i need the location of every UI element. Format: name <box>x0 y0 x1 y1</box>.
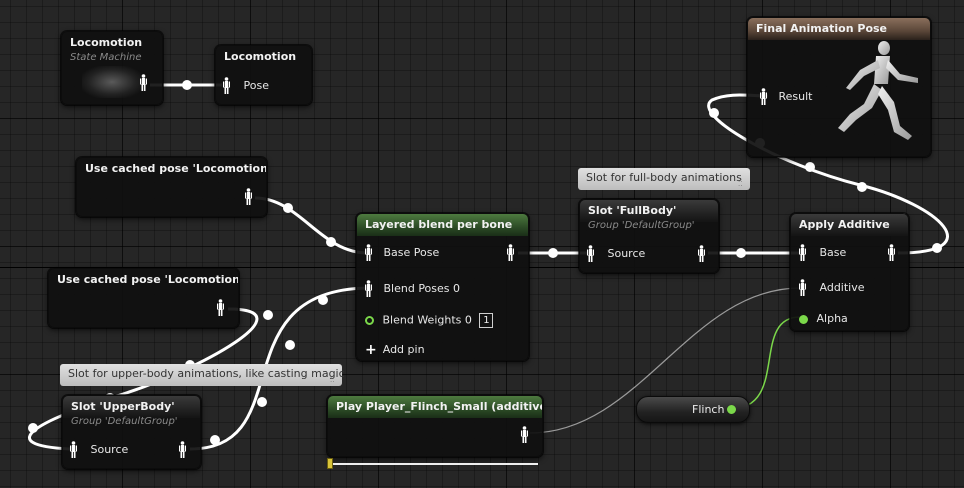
node-title: Locomotion <box>224 50 297 63</box>
input-base-pin[interactable]: Base <box>799 244 846 261</box>
output-pose-pin[interactable] <box>140 74 147 91</box>
plus-icon: + <box>365 342 377 358</box>
pose-pin-icon <box>365 280 372 297</box>
node-locomotion-state-machine[interactable]: Locomotion State Machine <box>61 31 163 105</box>
pose-pin-icon <box>698 245 705 262</box>
node-locomotion-pose[interactable]: Locomotion Pose <box>215 45 312 105</box>
pin-label: Blend Poses 0 <box>383 281 461 295</box>
node-title: Layered blend per bone <box>357 214 528 236</box>
add-pin-button[interactable]: + Add pin <box>365 342 425 358</box>
float-pin-icon <box>799 314 808 324</box>
comment-resize-icon: ···· <box>738 178 743 190</box>
output-pose-pin[interactable] <box>521 426 528 443</box>
pose-pin-icon <box>799 244 806 261</box>
running-mannequin-icon <box>838 41 918 140</box>
node-subtitle: Group 'DefaultGroup' <box>588 220 695 231</box>
node-title: Locomotion <box>70 36 143 49</box>
comment-fullbody[interactable]: Slot for full-body animations ···· <box>578 168 750 190</box>
node-flinch-variable[interactable]: Flinch <box>636 396 750 423</box>
playback-progress-bar[interactable] <box>327 458 539 470</box>
node-play-flinch[interactable]: Play Player_Flinch_Small (additive) <box>327 395 543 457</box>
pin-label: Result <box>778 89 813 103</box>
float-pin-icon <box>365 316 374 325</box>
node-title: Play Player_Flinch_Small (additive) <box>328 396 542 418</box>
comment-text: Slot for full-body animations <box>586 171 742 184</box>
float-pin-icon[interactable] <box>727 405 736 414</box>
output-pose-pin[interactable] <box>698 245 705 262</box>
blend-weights-value-field[interactable]: 1 <box>479 313 494 328</box>
pin-label: Blend Weights 0 <box>382 313 472 327</box>
output-pose-pin[interactable] <box>217 299 224 316</box>
input-source-pin[interactable]: Source <box>587 245 645 262</box>
pose-pin-icon <box>521 426 528 443</box>
input-result-pin[interactable]: Result <box>760 88 813 105</box>
node-subtitle: State Machine <box>70 52 142 63</box>
node-cached-pose-1[interactable]: Use cached pose 'Locomotion' <box>76 157 267 217</box>
node-final-animation-pose[interactable]: Final Animation Pose Result <box>747 17 931 157</box>
node-title: Slot 'UpperBody' <box>63 396 200 418</box>
pose-pin-icon <box>587 245 594 262</box>
pose-pin-icon <box>888 244 895 261</box>
input-blend-weights-pin[interactable]: Blend Weights 0 1 <box>365 313 494 328</box>
input-alpha-pin[interactable]: Alpha <box>799 312 848 325</box>
pose-pin-icon <box>179 441 186 458</box>
node-title: Final Animation Pose <box>748 18 930 40</box>
pin-label: Alpha <box>816 312 848 325</box>
pose-pin-icon <box>70 441 77 458</box>
node-slot-fullbody[interactable]: Slot 'FullBody' Group 'DefaultGroup' Sou… <box>579 199 719 273</box>
pose-pin-icon <box>223 77 230 94</box>
pose-pin-icon <box>760 88 767 105</box>
output-pose-pin[interactable] <box>507 244 514 261</box>
comment-text: Slot for upper-body animations, like cas… <box>68 367 345 380</box>
node-title: Apply Additive <box>791 214 908 236</box>
comment-resize-icon: ···· <box>330 374 335 386</box>
comment-upperbody[interactable]: Slot for upper-body animations, like cas… <box>60 364 345 386</box>
pose-pin-icon <box>799 279 806 296</box>
pin-label: Additive <box>819 280 865 294</box>
output-pose-pin[interactable] <box>245 188 252 205</box>
input-base-pose-pin[interactable]: Base Pose <box>365 244 439 261</box>
node-subtitle: Group 'DefaultGroup' <box>71 416 178 427</box>
input-source-pin[interactable]: Source <box>70 441 128 458</box>
node-slot-upperbody[interactable]: Slot 'UpperBody' Group 'DefaultGroup' So… <box>62 395 201 469</box>
pose-pin-icon <box>217 299 224 316</box>
output-pose-pin[interactable] <box>179 441 186 458</box>
node-apply-additive[interactable]: Apply Additive Base Additive Alpha <box>790 213 909 331</box>
add-pin-label: Add pin <box>382 343 425 356</box>
pose-pin-icon <box>245 188 252 205</box>
pin-label: Source <box>607 246 646 260</box>
input-pose-pin[interactable]: Pose <box>223 77 269 94</box>
pin-label: Source <box>90 442 129 456</box>
state-machine-thumbnail <box>82 66 142 98</box>
pose-pin-icon <box>507 244 514 261</box>
pin-label: Pose <box>243 78 269 92</box>
pose-pin-icon <box>140 74 147 91</box>
playback-track <box>331 463 538 465</box>
pin-label: Base <box>819 245 847 259</box>
pose-pin-icon <box>365 244 372 261</box>
node-title: Use cached pose 'Locomotion' <box>85 162 266 175</box>
output-pose-pin[interactable] <box>888 244 895 261</box>
node-layered-blend[interactable]: Layered blend per bone Base Pose Blend P… <box>356 213 529 361</box>
node-cached-pose-2[interactable]: Use cached pose 'Locomotion' <box>48 268 239 328</box>
pin-label: Base Pose <box>383 245 440 259</box>
input-blend-poses-pin[interactable]: Blend Poses 0 <box>365 280 460 297</box>
variable-label: Flinch <box>692 403 725 416</box>
playback-handle[interactable] <box>327 458 333 469</box>
node-title: Slot 'FullBody' <box>580 200 718 222</box>
node-title: Use cached pose 'Locomotion' <box>57 273 238 286</box>
input-additive-pin[interactable]: Additive <box>799 279 865 296</box>
